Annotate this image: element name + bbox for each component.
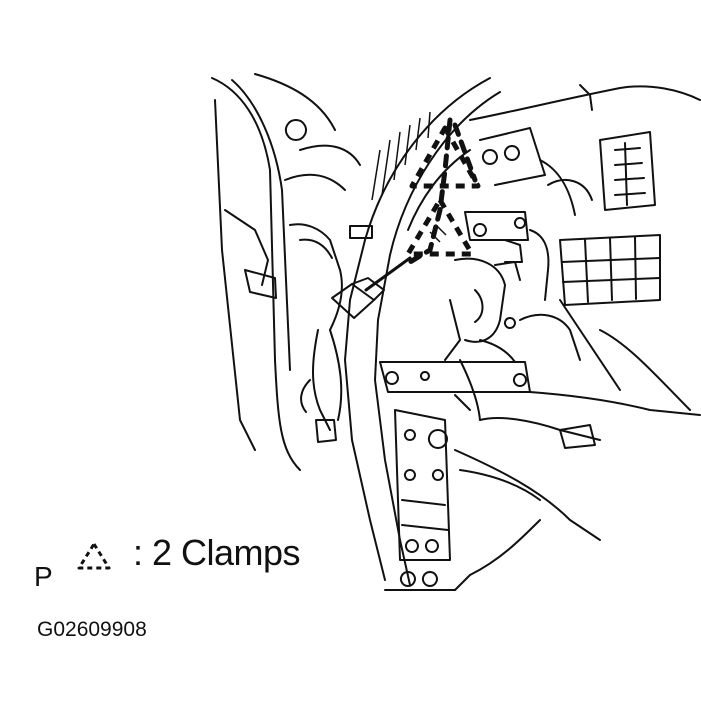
figure-id: G02609908 [37,618,147,641]
harness-route-dashed [407,117,478,265]
clamp-legend-text: : 2 Clamps [133,532,301,573]
dashed-triangle-clamp-icon [77,542,111,570]
view-label: P [34,561,53,592]
clamp-marker-upper [409,125,481,189]
body-structure-lines [211,73,701,591]
harness-hatching [371,111,447,243]
